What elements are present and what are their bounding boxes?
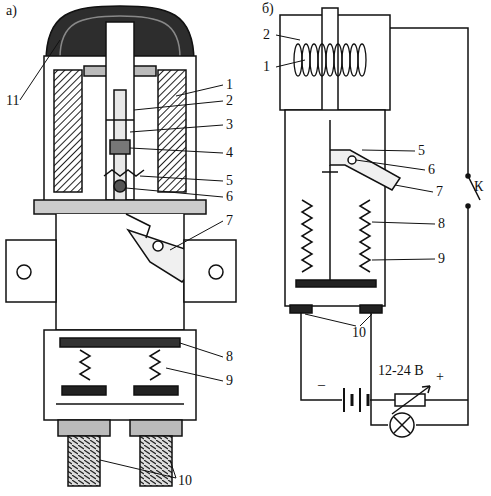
coil-winding <box>310 44 318 76</box>
callout-number: 6 <box>428 163 435 177</box>
callout-number: 7 <box>436 185 443 199</box>
coil-winding <box>350 44 358 76</box>
coil-winding <box>334 44 342 76</box>
callout-number: 10 <box>352 326 366 340</box>
callout-number: 8 <box>226 350 233 364</box>
coil-winding <box>342 44 350 76</box>
callout-number: 12-24 В <box>378 364 424 378</box>
callout-number: 5 <box>226 174 233 188</box>
callout-number: 10 <box>178 474 192 488</box>
callout-number: 9 <box>438 252 445 266</box>
callout-number: 7 <box>226 214 233 228</box>
callout-number: К <box>474 180 483 194</box>
callout-number: 4 <box>226 146 233 160</box>
callout-number: 5 <box>418 144 425 158</box>
panel-letter: а) <box>6 4 17 18</box>
callout-number: 2 <box>263 28 270 42</box>
callout-number: 11 <box>6 94 19 108</box>
panel-letter: б) <box>262 2 274 16</box>
callout-number: 6 <box>226 190 233 204</box>
callout-number: 1 <box>263 60 270 74</box>
callout-number: 8 <box>438 217 445 231</box>
callout-number: 3 <box>226 118 233 132</box>
callout-number: 2 <box>226 94 233 108</box>
callout-number: – <box>318 378 325 392</box>
coil-winding <box>294 44 302 76</box>
coil-winding <box>358 44 366 76</box>
callout-number: 9 <box>226 374 233 388</box>
coil-winding <box>326 44 334 76</box>
coil-winding <box>318 44 326 76</box>
callout-number: 1 <box>226 78 233 92</box>
callout-number: + <box>436 370 444 384</box>
